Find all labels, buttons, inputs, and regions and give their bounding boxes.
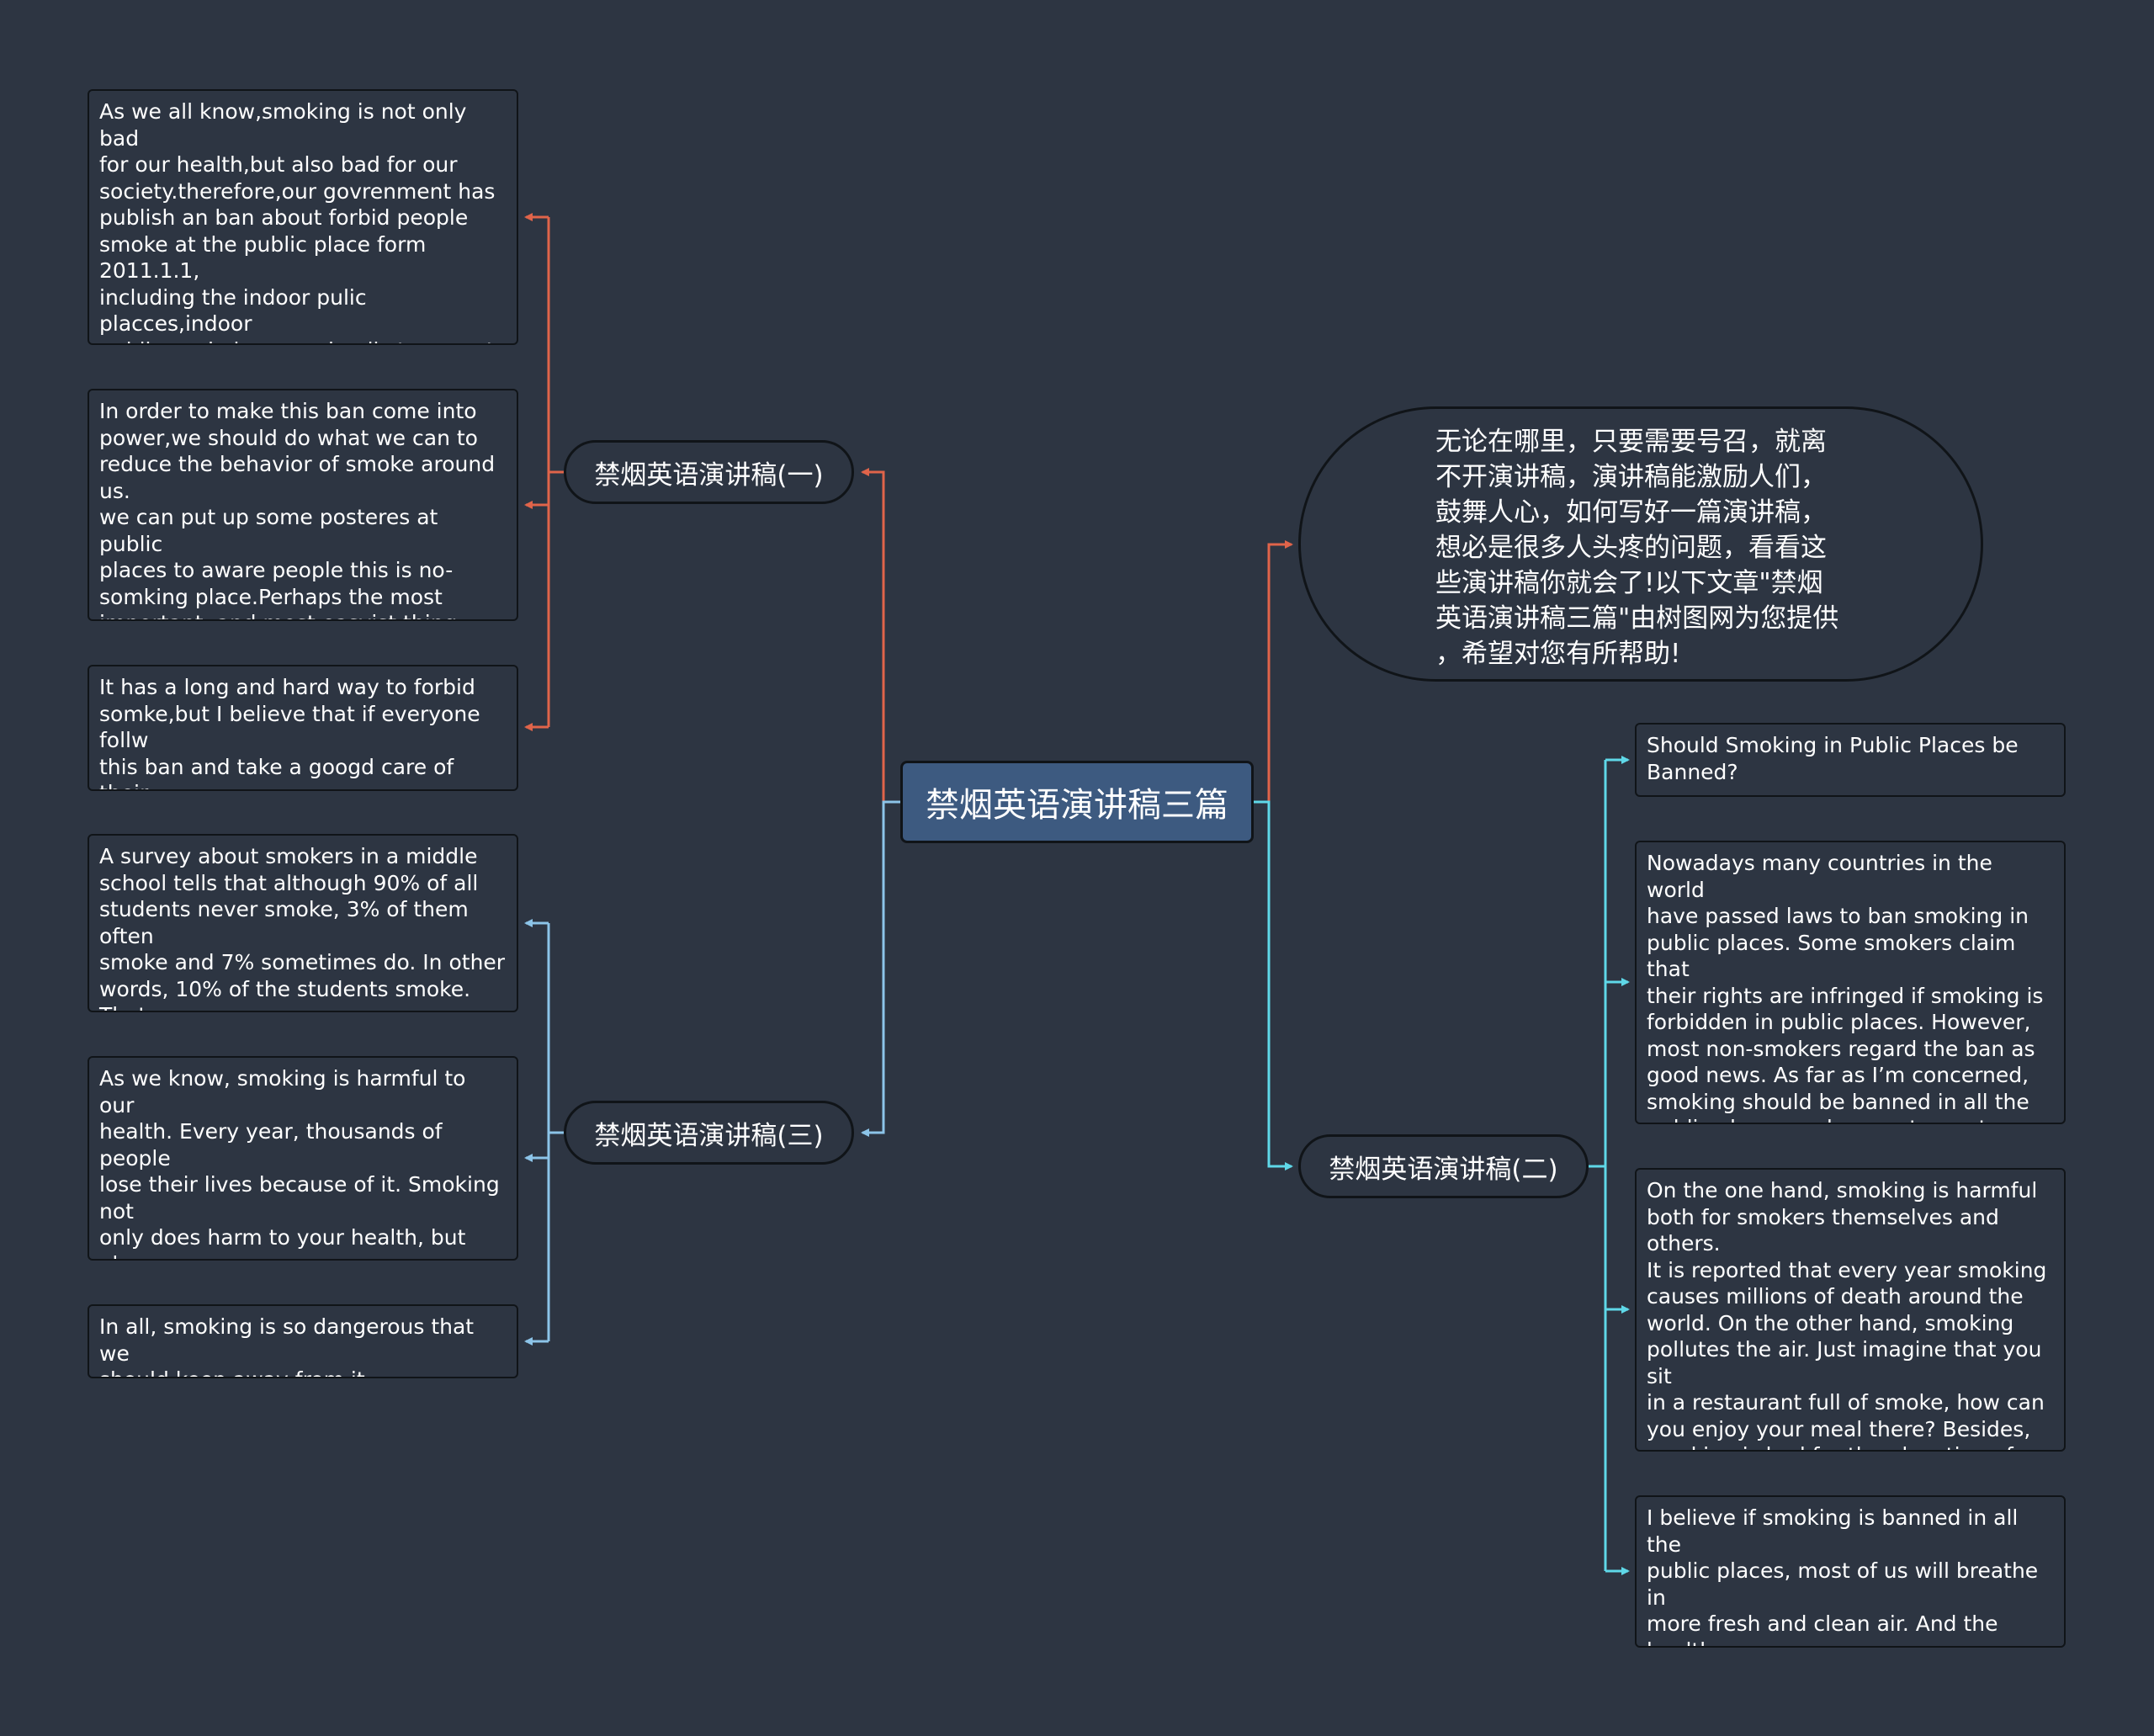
connector-speech3-leaves xyxy=(547,923,564,1341)
speech3-paragraph-2[interactable]: As we know, smoking is harmful to our he… xyxy=(88,1056,518,1261)
connector-central-intro xyxy=(1254,540,1293,804)
speech1-paragraph-2[interactable]: In order to make this ban come into powe… xyxy=(88,389,518,621)
connector-speech1-leaves xyxy=(547,217,564,727)
speech1-paragraph-1[interactable]: As we all know,smoking is not only bad f… xyxy=(88,89,518,345)
branch-speech-2[interactable]: 禁烟英语演讲稿(二) xyxy=(1298,1134,1589,1198)
connector-speech2-leaves xyxy=(1589,760,1607,1571)
central-topic[interactable]: 禁烟英语演讲稿三篇 xyxy=(900,761,1254,843)
speech2-paragraph-3[interactable]: I believe if smoking is banned in all th… xyxy=(1635,1495,2066,1648)
branch-speech-1[interactable]: 禁烟英语演讲稿(一) xyxy=(564,440,854,504)
speech2-title[interactable]: Should Smoking in Public Places be Banne… xyxy=(1635,723,2066,797)
connector-central-speech2 xyxy=(1254,800,1293,1171)
intro-node[interactable]: 无论在哪里，只要需要号召，就离 不开演讲稿，演讲稿能激励人们， 鼓舞人心，如何写… xyxy=(1298,406,1983,682)
speech3-paragraph-1[interactable]: A survey about smokers in a middle schoo… xyxy=(88,834,518,1012)
speech1-paragraph-3[interactable]: It has a long and hard way to forbid som… xyxy=(88,665,518,791)
speech2-paragraph-2[interactable]: On the one hand, smoking is harmful both… xyxy=(1635,1168,2066,1452)
speech2-paragraph-1[interactable]: Nowadays many countries in the world hav… xyxy=(1635,841,2066,1124)
speech3-paragraph-3[interactable]: In all, smoking is so dangerous that we … xyxy=(88,1304,518,1378)
connector-central-speech1 xyxy=(861,468,900,804)
branch-speech-3[interactable]: 禁烟英语演讲稿(三) xyxy=(564,1101,854,1165)
connector-central-speech3 xyxy=(861,800,900,1137)
